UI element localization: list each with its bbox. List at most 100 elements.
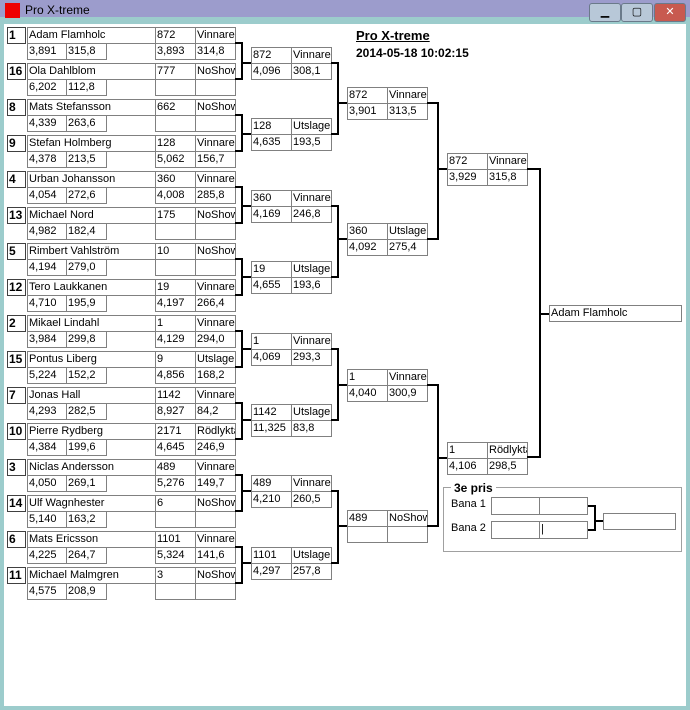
round4-result-id[interactable]: 1 bbox=[447, 442, 488, 459]
round1-result-status[interactable]: NoShow bbox=[195, 495, 236, 512]
round4-result-et[interactable]: 3,929 bbox=[447, 169, 488, 186]
round1-result-status[interactable]: NoShow bbox=[195, 567, 236, 584]
round1-result-status[interactable]: Vinnare bbox=[195, 135, 236, 152]
round2-result-et[interactable]: 4,297 bbox=[251, 563, 292, 580]
round4-result-speed[interactable]: 298,5 bbox=[487, 458, 528, 475]
round1-result-id[interactable]: 872 bbox=[155, 27, 196, 44]
round2-result-id[interactable]: 489 bbox=[251, 475, 292, 492]
round1-result-id[interactable]: 3 bbox=[155, 567, 196, 584]
round1-result-speed[interactable]: 246,9 bbox=[195, 439, 236, 456]
round3-result-speed[interactable]: 300,9 bbox=[387, 385, 428, 402]
round1-result-id[interactable]: 1142 bbox=[155, 387, 196, 404]
round2-result-status[interactable]: Utslagen bbox=[291, 404, 332, 421]
round2-result-speed[interactable]: 257,8 bbox=[291, 563, 332, 580]
round1-result-et[interactable] bbox=[155, 259, 196, 276]
round1-result-et[interactable]: 5,276 bbox=[155, 475, 196, 492]
round1-result-status[interactable]: Vinnare bbox=[195, 279, 236, 296]
minimize-button[interactable]: ▁ bbox=[589, 3, 621, 22]
round1-result-id[interactable]: 128 bbox=[155, 135, 196, 152]
round1-result-id[interactable]: 662 bbox=[155, 99, 196, 116]
round2-result-et[interactable]: 11,325 bbox=[251, 420, 292, 437]
lane1-id-input[interactable] bbox=[491, 497, 540, 515]
round1-result-status[interactable]: NoShow bbox=[195, 243, 236, 260]
round2-result-speed[interactable]: 260,5 bbox=[291, 491, 332, 508]
round1-result-speed[interactable] bbox=[195, 79, 236, 96]
round1-result-id[interactable]: 10 bbox=[155, 243, 196, 260]
round3-result-status[interactable]: NoShow bbox=[387, 510, 428, 527]
round1-result-status[interactable]: Vinnare bbox=[195, 459, 236, 476]
round2-result-status[interactable]: Utslagen bbox=[291, 118, 332, 135]
round1-result-et[interactable]: 4,197 bbox=[155, 295, 196, 312]
round1-result-status[interactable]: Utslagen bbox=[195, 351, 236, 368]
round2-result-speed[interactable]: 83,8 bbox=[291, 420, 332, 437]
round2-result-et[interactable]: 4,210 bbox=[251, 491, 292, 508]
round1-result-speed[interactable]: 156,7 bbox=[195, 151, 236, 168]
round1-result-et[interactable]: 4,008 bbox=[155, 187, 196, 204]
round4-result-status[interactable]: Rödlyktan bbox=[487, 442, 528, 459]
round3-result-speed[interactable]: 313,5 bbox=[387, 103, 428, 120]
round2-result-status[interactable]: Vinnare bbox=[291, 475, 332, 492]
round3-result-id[interactable]: 872 bbox=[347, 87, 388, 104]
round1-result-status[interactable]: NoShow bbox=[195, 63, 236, 80]
round4-result-status[interactable]: Vinnare bbox=[487, 153, 528, 170]
round3-result-status[interactable]: Vinnare bbox=[387, 87, 428, 104]
round2-result-id[interactable]: 360 bbox=[251, 190, 292, 207]
round1-result-id[interactable]: 6 bbox=[155, 495, 196, 512]
round2-result-et[interactable]: 4,169 bbox=[251, 206, 292, 223]
round1-result-speed[interactable]: 266,4 bbox=[195, 295, 236, 312]
round1-result-speed[interactable] bbox=[195, 259, 236, 276]
round1-result-et[interactable] bbox=[155, 79, 196, 96]
round4-result-speed[interactable]: 315,8 bbox=[487, 169, 528, 186]
round1-result-status[interactable]: Vinnare bbox=[195, 171, 236, 188]
round1-result-id[interactable]: 2171 bbox=[155, 423, 196, 440]
round2-result-speed[interactable]: 246,8 bbox=[291, 206, 332, 223]
round2-result-id[interactable]: 872 bbox=[251, 47, 292, 64]
round1-result-status[interactable]: Vinnare bbox=[195, 387, 236, 404]
round1-result-speed[interactable]: 294,0 bbox=[195, 331, 236, 348]
round1-result-status[interactable]: Rödlyktan bbox=[195, 423, 236, 440]
round1-result-et[interactable]: 3,893 bbox=[155, 43, 196, 60]
round3-result-id[interactable]: 1 bbox=[347, 369, 388, 386]
round1-result-et[interactable]: 4,645 bbox=[155, 439, 196, 456]
round1-result-speed[interactable]: 168,2 bbox=[195, 367, 236, 384]
round1-result-id[interactable]: 1101 bbox=[155, 531, 196, 548]
lane2-status-input[interactable]: | bbox=[539, 521, 588, 539]
round2-result-id[interactable]: 128 bbox=[251, 118, 292, 135]
lane1-status-input[interactable] bbox=[539, 497, 588, 515]
round3-result-speed[interactable]: 275,4 bbox=[387, 239, 428, 256]
round1-result-id[interactable]: 9 bbox=[155, 351, 196, 368]
round3-result-status[interactable]: Utslagen bbox=[387, 223, 428, 240]
round3-result-et[interactable]: 4,092 bbox=[347, 239, 388, 256]
round3-result-id[interactable]: 489 bbox=[347, 510, 388, 527]
round1-result-et[interactable]: 5,324 bbox=[155, 547, 196, 564]
round2-result-status[interactable]: Vinnare bbox=[291, 190, 332, 207]
round1-result-speed[interactable] bbox=[195, 583, 236, 600]
round1-result-status[interactable]: Vinnare bbox=[195, 315, 236, 332]
round2-result-id[interactable]: 1142 bbox=[251, 404, 292, 421]
round3-result-id[interactable]: 360 bbox=[347, 223, 388, 240]
round2-result-status[interactable]: Utslagen bbox=[291, 261, 332, 278]
round1-result-et[interactable] bbox=[155, 511, 196, 528]
round1-result-speed[interactable]: 149,7 bbox=[195, 475, 236, 492]
round1-result-speed[interactable] bbox=[195, 511, 236, 528]
round2-result-id[interactable]: 1 bbox=[251, 333, 292, 350]
round1-result-speed[interactable] bbox=[195, 115, 236, 132]
round1-result-et[interactable] bbox=[155, 223, 196, 240]
round1-result-status[interactable]: NoShow bbox=[195, 99, 236, 116]
round2-result-speed[interactable]: 193,6 bbox=[291, 277, 332, 294]
round1-result-id[interactable]: 175 bbox=[155, 207, 196, 224]
round2-result-id[interactable]: 1101 bbox=[251, 547, 292, 564]
round1-result-id[interactable]: 1 bbox=[155, 315, 196, 332]
round1-result-et[interactable]: 5,062 bbox=[155, 151, 196, 168]
round1-result-id[interactable]: 489 bbox=[155, 459, 196, 476]
round1-result-et[interactable] bbox=[155, 115, 196, 132]
round1-result-id[interactable]: 777 bbox=[155, 63, 196, 80]
round1-result-speed[interactable] bbox=[195, 223, 236, 240]
round1-result-speed[interactable]: 84,2 bbox=[195, 403, 236, 420]
round3-result-et[interactable] bbox=[347, 526, 388, 543]
round2-result-et[interactable]: 4,069 bbox=[251, 349, 292, 366]
round2-result-status[interactable]: Utslagen bbox=[291, 547, 332, 564]
lane2-id-input[interactable] bbox=[491, 521, 540, 539]
round1-result-speed[interactable]: 285,8 bbox=[195, 187, 236, 204]
round2-result-status[interactable]: Vinnare bbox=[291, 333, 332, 350]
